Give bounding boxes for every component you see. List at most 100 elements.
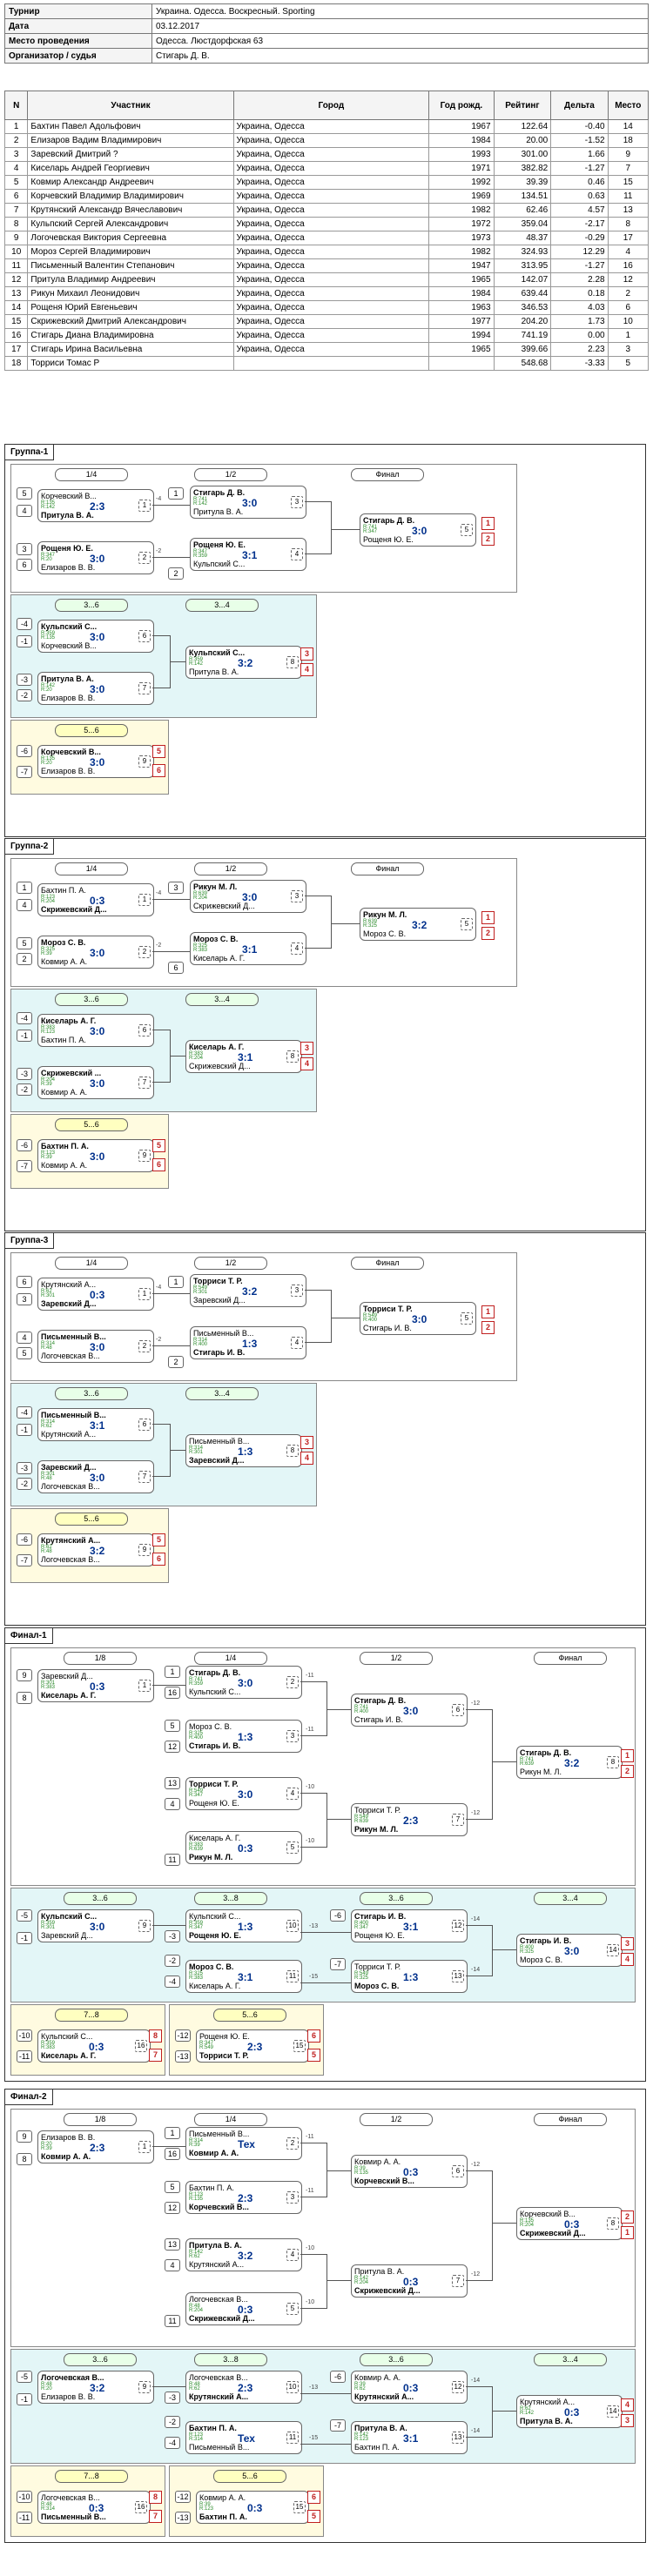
player-two-name: Корчевский В... <box>354 2177 414 2185</box>
seed-badge: -7 <box>17 1554 32 1566</box>
match-ref: -2 <box>156 1337 162 1343</box>
bracket-line <box>152 1424 170 1425</box>
participant-cell: 16 <box>607 258 650 273</box>
round-header: 3...4 <box>185 1387 259 1400</box>
bracket-line <box>305 1342 331 1343</box>
seed-badge: -4 <box>17 618 32 630</box>
match-score: 2:3 <box>247 2041 263 2053</box>
participant-cell: Ковмир Александр Андреевич <box>27 175 234 190</box>
player-one-name: Крутянский А... <box>520 2398 576 2406</box>
round-header: 1/4 <box>55 862 128 875</box>
participant-cell: Украина, Одесса <box>232 119 430 134</box>
rating-one: R:204 <box>41 1077 56 1083</box>
rating-one: R:142 <box>354 2432 369 2438</box>
round-header: 3...4 <box>185 599 259 612</box>
match-number: 12 <box>452 2381 464 2393</box>
place-badge: 5 <box>307 2510 320 2523</box>
rating-one: R:135 <box>520 2218 535 2224</box>
participant-cell: 1965 <box>428 342 495 357</box>
player-one-name: Торриси Т. Р. <box>363 1305 413 1313</box>
participant-cell: 3 <box>607 342 650 357</box>
bracket-line <box>152 1082 170 1083</box>
match-score: 0:3 <box>90 1680 105 1693</box>
place-badge: 8 <box>149 2491 162 2504</box>
player-one-name: Корчевский В... <box>41 492 97 500</box>
seed-badge: -5 <box>17 2371 32 2383</box>
participant-cell: 0.00 <box>550 328 609 343</box>
rating-one: R:39 <box>199 2502 211 2507</box>
player-two-name: Притула В. А. <box>189 667 239 676</box>
rating-two: R:20 <box>41 688 52 693</box>
bracket-line <box>326 1819 351 1820</box>
player-two-name: Заревский Д... <box>189 1456 245 1465</box>
match-number: 2 <box>138 552 151 564</box>
match-ref: -10 <box>306 1784 315 1790</box>
match-score: 3:0 <box>242 497 258 509</box>
participant-cell: 639.44 <box>493 286 552 301</box>
place-badge: 5 <box>152 1533 165 1546</box>
seed-badge: -12 <box>175 2491 191 2503</box>
seed-badge: -5 <box>17 1909 32 1922</box>
player-one-name: Притула В. А. <box>354 2267 405 2276</box>
match-ref: -10 <box>306 2245 315 2251</box>
match-score: 3:0 <box>90 553 105 565</box>
column-header: Участник <box>27 91 234 120</box>
rating-one: R:359 <box>41 2041 56 2046</box>
bracket-line <box>152 2146 185 2147</box>
player-one-name: Киселарь А. Г. <box>41 1016 97 1025</box>
match-number: 7 <box>452 2275 464 2287</box>
participant-cell: Заревский Дмитрий ? <box>27 147 234 162</box>
match-ref: -12 <box>471 2162 481 2168</box>
rating-one: R:549 <box>354 1971 369 1976</box>
match-number: 5 <box>286 1841 299 1854</box>
player-one-name: Торриси Т. Р. <box>354 1806 401 1815</box>
match-number: 5 <box>461 918 473 930</box>
rating-one: R:359 <box>189 657 204 662</box>
participant-cell: 15 <box>3 314 29 329</box>
rating-one: R:325 <box>193 943 208 949</box>
participant-cell: Торриси Томас Р <box>27 356 234 371</box>
match-number: 4 <box>286 1788 299 1800</box>
rating-one: R:549 <box>193 1285 208 1291</box>
player-one-name: Рощеня Ю. Е. <box>41 544 93 553</box>
participant-cell: Украина, Одесса <box>232 342 430 357</box>
participant-cell: 13 <box>607 203 650 218</box>
rating-one: R:549 <box>363 1313 378 1318</box>
participant-cell: Украина, Одесса <box>232 258 430 273</box>
participant-cell: Украина, Одесса <box>232 245 430 259</box>
seed-badge: -2 <box>17 1478 32 1490</box>
match-ref: -15 <box>309 1974 319 1980</box>
player-two-name: Бахтин П. А. <box>354 2443 400 2452</box>
match-score: 3:1 <box>90 1419 105 1432</box>
participant-cell: Украина, Одесса <box>232 272 430 287</box>
player-two-name: Письменный В... <box>189 2443 250 2452</box>
rating-one: R:39 <box>354 2382 366 2387</box>
match-number: 11 <box>286 1970 299 1982</box>
player-one-name: Бахтин П. А. <box>41 1142 89 1150</box>
seed-badge: -6 <box>330 2371 346 2383</box>
participant-cell: -0.29 <box>550 231 609 245</box>
